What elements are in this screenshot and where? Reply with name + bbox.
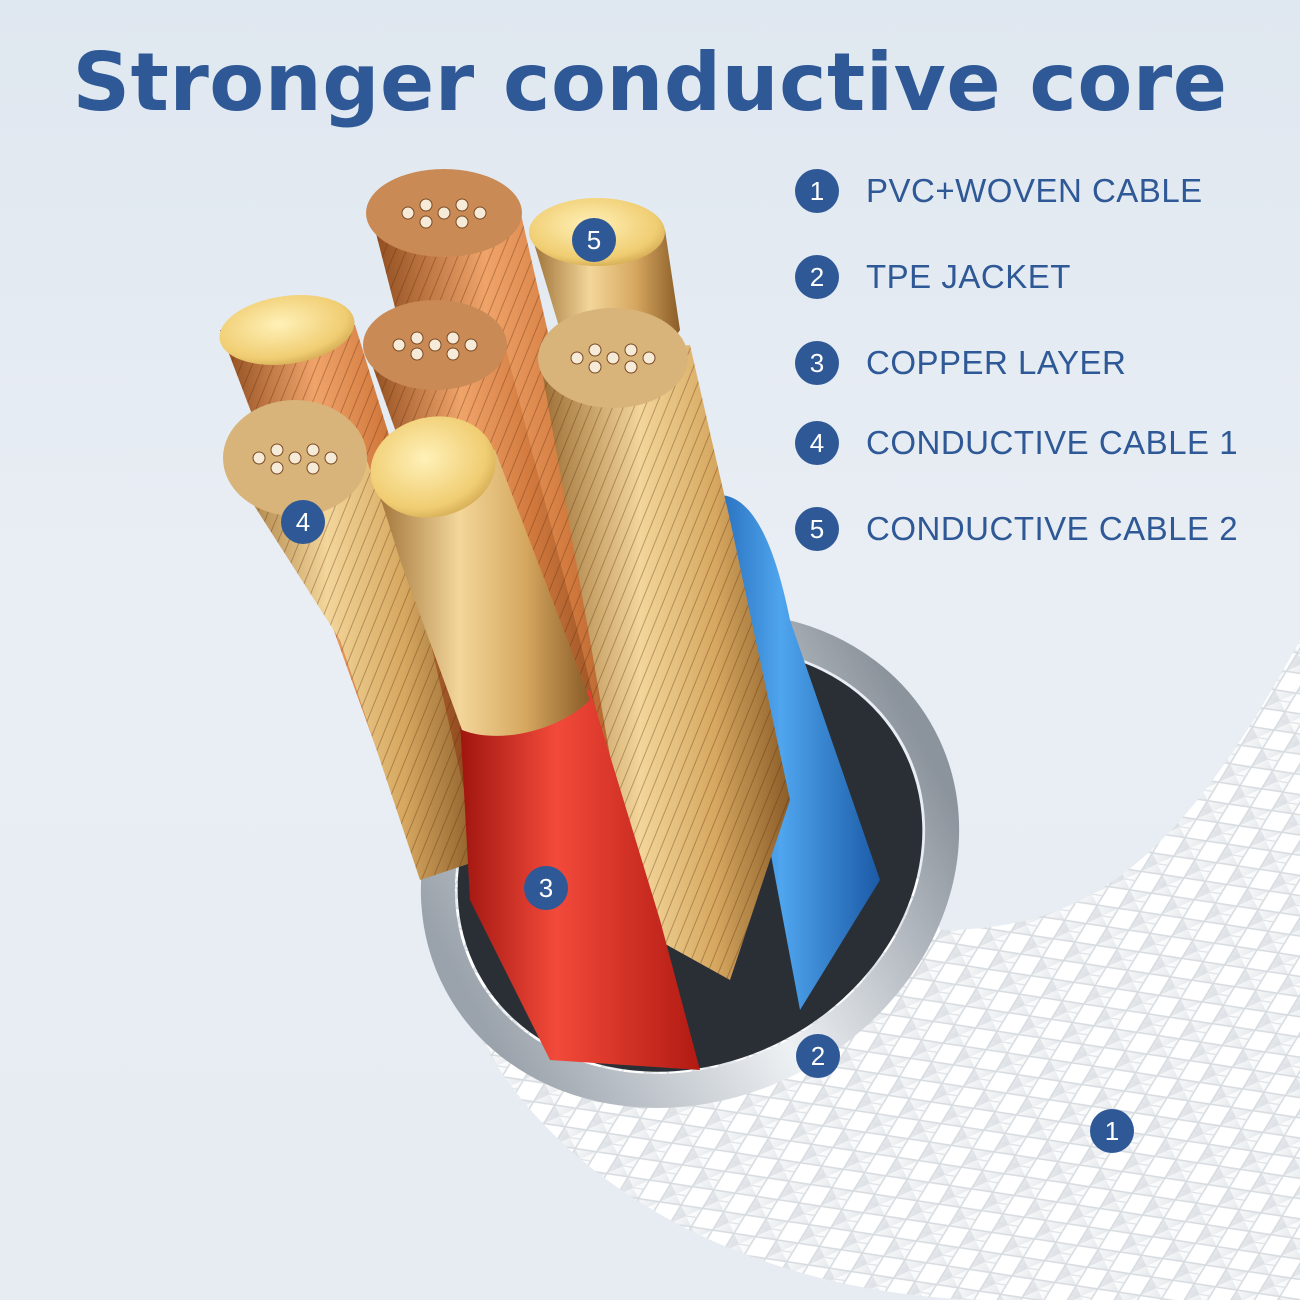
marker-2: 2 — [796, 1034, 840, 1078]
legend-number: 1 — [795, 169, 839, 213]
legend-label: CONDUCTIVE CABLE 1 — [866, 424, 1239, 461]
legend-item: 5 CONDUCTIVE CABLE 2 — [795, 507, 1275, 551]
legend-item: 1 PVC+WOVEN CABLE — [795, 169, 1275, 213]
legend-number: 2 — [795, 255, 839, 299]
legend-label: PVC+WOVEN CABLE — [866, 172, 1203, 209]
marker-4: 4 — [281, 500, 325, 544]
legend-item: 2 TPE JACKET — [795, 255, 1275, 299]
marker-3: 3 — [524, 866, 568, 910]
marker-1: 1 — [1090, 1109, 1134, 1153]
legend-number: 3 — [795, 341, 839, 385]
legend-label: COPPER LAYER — [866, 344, 1127, 381]
legend-number: 5 — [795, 507, 839, 551]
gold-wire-front — [372, 450, 590, 736]
red-insulated-wire — [460, 690, 700, 1070]
legend-item: 3 COPPER LAYER — [795, 341, 1275, 385]
legend-label: CONDUCTIVE CABLE 2 — [866, 510, 1239, 547]
legend-number: 4 — [795, 421, 839, 465]
marker-5: 5 — [572, 218, 616, 262]
legend-item: 4 CONDUCTIVE CABLE 1 — [795, 421, 1275, 465]
strand-ends — [252, 198, 656, 475]
legend: 1 PVC+WOVEN CABLE 2 TPE JACKET 3 COPPER … — [795, 169, 1275, 594]
page-title: Stronger conductive core — [72, 36, 1228, 129]
legend-label: TPE JACKET — [866, 258, 1071, 295]
